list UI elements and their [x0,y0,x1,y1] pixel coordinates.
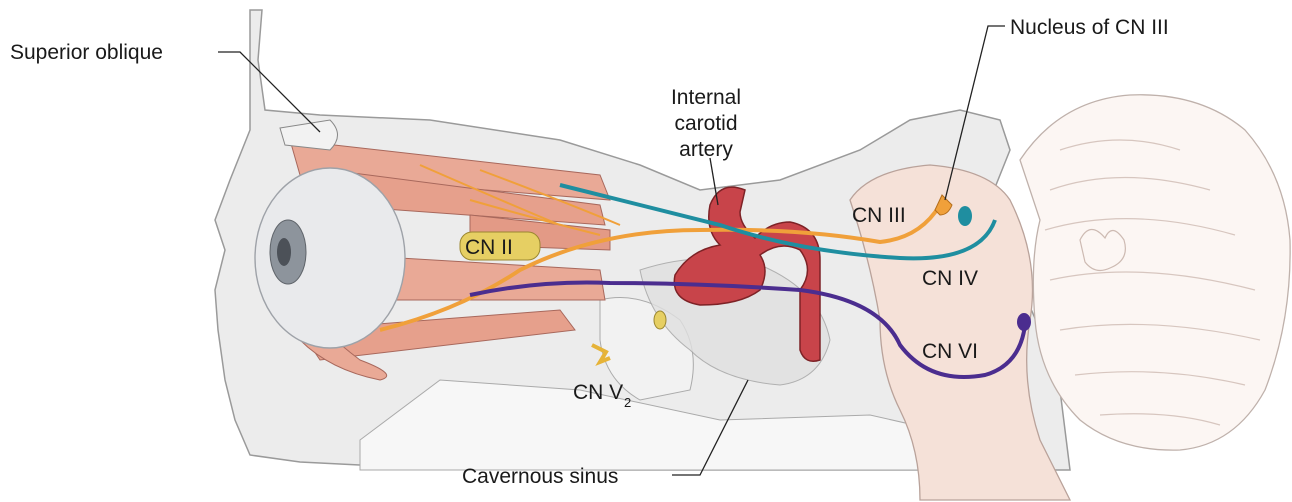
brainstem [849,164,1072,501]
cn6-nerve [469,280,1031,379]
cn3-label: CN III [852,204,906,227]
superior-oblique-leader [218,51,321,133]
internal-carotid-label-line2: carotid [674,112,737,135]
internal-carotid-label-line1: Internal [671,86,741,109]
cn6-label: CN VI [922,340,978,363]
cavernous-sinus-leader [672,379,749,476]
internal-carotid-leader [709,157,719,206]
internal-carotid-label-line3: artery [679,138,733,161]
cerebellum [1019,94,1291,451]
optic-nerve [459,231,541,261]
cn2-label: CN II [465,236,513,259]
cavernous-sinus-label: Cavernous sinus [462,465,618,488]
cn4-label: CN IV [922,267,978,290]
superior-oblique-label: Superior oblique [10,41,163,64]
nucleus-cn3-label: Nucleus of CN III [1010,16,1169,39]
cn5-subscript: 2 [624,395,631,410]
cn4-nerve [559,183,997,261]
nucleus-cn3-leader [944,25,1005,201]
eyeball [254,167,406,349]
cn5-label: CN V [573,381,623,404]
cn5-v2-nerve [591,310,667,367]
